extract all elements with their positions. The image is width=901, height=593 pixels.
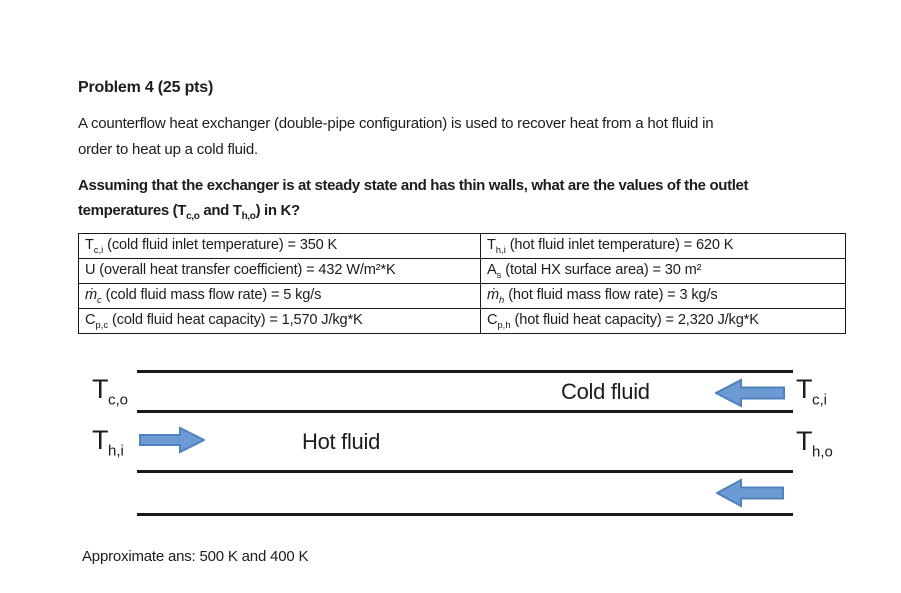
param-cell-heat-transfer-coefficient: U (overall heat transfer coefficient) = … [78,258,481,284]
param-symbol: ṁ [85,286,98,303]
question-text-part: temperatures (T [78,202,187,219]
label-subscript: c,i [812,391,827,409]
table-row: U (overall heat transfer coefficient) = … [78,258,846,284]
param-subscript: c [97,294,102,306]
param-symbol: ṁ [487,286,500,303]
pipe-wall-line-lower-inner [137,470,793,473]
pipe-wall-line-upper-inner [137,410,793,413]
label-cold-outlet-temp: Tc,o [92,374,128,408]
param-text: (cold fluid mass flow rate) = 5 kg/s [101,286,322,303]
label-base: T [796,426,813,456]
param-text: (cold fluid heat capacity) = 1,570 J/kg*… [108,311,363,328]
param-text: (cold fluid inlet temperature) = 350 K [103,236,338,253]
hot-fluid-label: Hot fluid [302,429,381,454]
param-subscript: s [496,269,502,281]
question-line-1: Assuming that the exchanger is at steady… [78,177,749,194]
param-text: (hot fluid inlet temperature) = 620 K [505,236,734,253]
param-cell-hot-inlet-temp: Th,i (hot fluid inlet temperature) = 620… [480,233,846,259]
param-text: (hot fluid mass flow rate) = 3 kg/s [504,286,718,303]
param-subscript: h,i [495,244,506,256]
hot-flow-right-arrow-icon [139,426,205,454]
param-cell-cold-mass-flow: ṁc (cold fluid mass flow rate) = 5 kg/s [78,283,481,309]
param-subscript: p,h [497,319,511,331]
param-symbol: C [85,311,96,328]
label-subscript: c,o [108,391,129,409]
approximate-answer-text: Approximate ans: 500 K and 400 K [82,548,309,565]
param-subscript: h [499,294,505,306]
param-text: (hot fluid heat capacity) = 2,320 J/kg*K [510,311,759,328]
label-base: T [92,425,109,455]
cold-return-left-arrow-icon [716,478,784,508]
param-subscript: p,c [95,319,109,331]
label-subscript: h,o [812,443,833,461]
pipe-wall-line-top [137,370,793,373]
param-symbol: T [85,236,94,253]
subscript-tco: c,o [186,211,200,222]
param-text: (overall heat transfer coefficient) = 43… [95,261,396,278]
table-row: ṁc (cold fluid mass flow rate) = 5 kg/s … [78,283,846,309]
page-title: Problem 4 (25 pts) [78,79,214,96]
cold-fluid-label: Cold fluid [561,379,650,404]
param-cell-hot-mass-flow: ṁh (hot fluid mass flow rate) = 3 kg/s [480,283,846,309]
label-hot-inlet-temp: Th,i [92,425,124,459]
param-symbol: T [487,236,496,253]
label-cold-inlet-temp: Tc,i [796,374,827,408]
subscript-tho: h,o [241,211,256,222]
intro-paragraph-line-2: order to heat up a cold fluid. [78,141,258,158]
question-line-2: temperatures (Tc,o and Th,o) in K? [78,202,300,222]
param-subscript: c,i [93,244,104,256]
param-cell-surface-area: As (total HX surface area) = 30 m² [480,258,846,284]
param-symbol: U [85,261,96,278]
question-text-part: ) in K? [255,202,301,219]
label-subscript: h,i [108,442,124,460]
label-hot-outlet-temp: Th,o [796,426,833,460]
question-text-part: and T [199,202,242,219]
cold-flow-left-arrow-icon [715,378,785,408]
param-cell-cold-inlet-temp: Tc,i (cold fluid inlet temperature) = 35… [78,233,481,259]
param-cell-cold-heat-capacity: Cp,c (cold fluid heat capacity) = 1,570 … [78,308,481,334]
table-row: Cp,c (cold fluid heat capacity) = 1,570 … [78,308,846,334]
param-symbol: C [487,311,498,328]
intro-paragraph-line-1: A counterflow heat exchanger (double-pip… [78,115,714,132]
table-row: Tc,i (cold fluid inlet temperature) = 35… [78,233,846,259]
param-symbol: A [487,261,497,278]
parameters-table: Tc,i (cold fluid inlet temperature) = 35… [78,233,846,334]
param-text: (total HX surface area) = 30 m² [501,261,702,278]
pipe-wall-line-bottom [137,513,793,516]
label-base: T [92,374,109,404]
param-cell-hot-heat-capacity: Cp,h (hot fluid heat capacity) = 2,320 J… [480,308,846,334]
label-base: T [796,374,813,404]
